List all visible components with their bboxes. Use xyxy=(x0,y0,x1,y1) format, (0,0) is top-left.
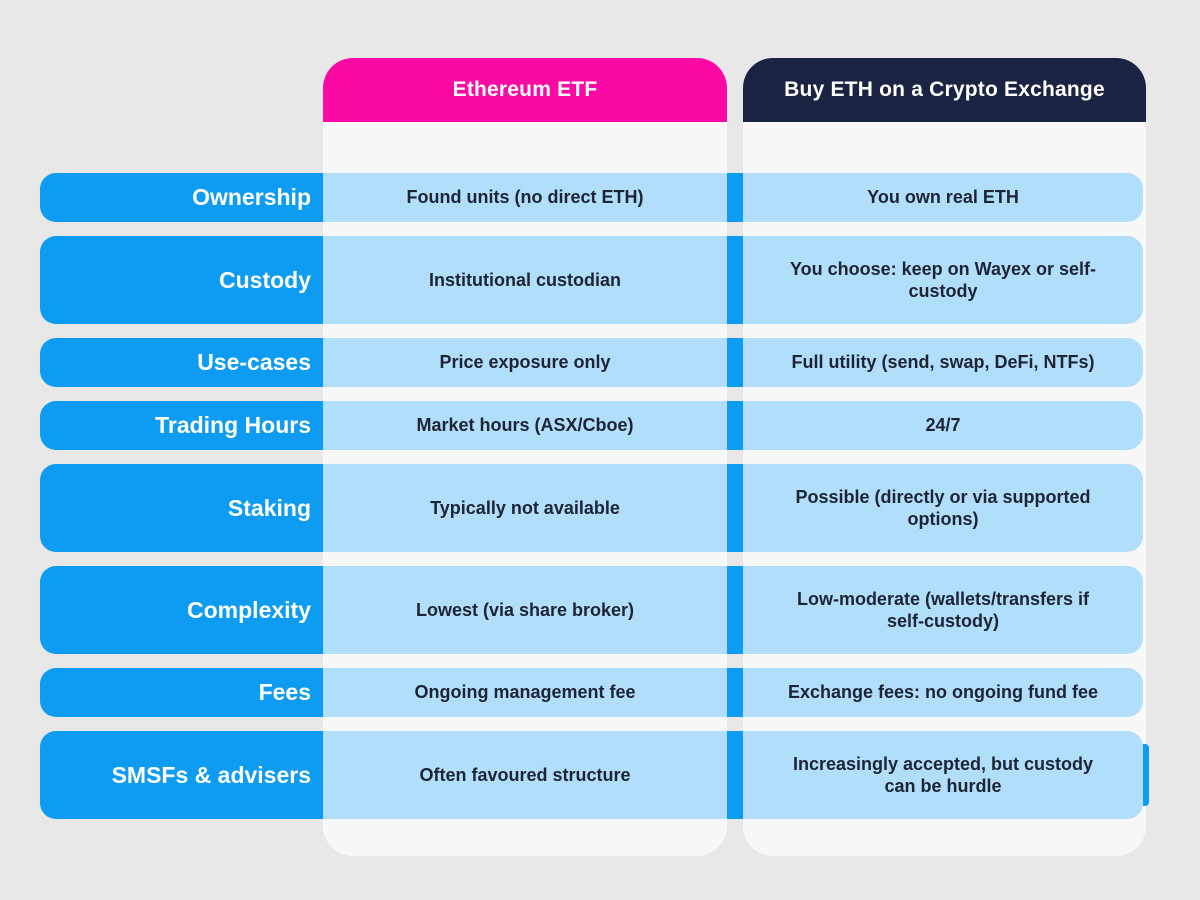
row-label-text: Trading Hours xyxy=(155,412,311,439)
row-label-text: Use-cases xyxy=(197,349,311,376)
etf-cell-text: Market hours (ASX/Cboe) xyxy=(416,414,633,437)
row-label: Trading Hours xyxy=(40,401,323,450)
table-row: Staking Typically not available Possible… xyxy=(40,464,1143,552)
row-label: Staking xyxy=(40,464,323,552)
etf-cell: Ongoing management fee xyxy=(323,668,727,717)
row-label: Fees xyxy=(40,668,323,717)
column-gap-strip xyxy=(727,668,743,717)
column-gap-strip xyxy=(727,731,743,819)
etf-cell-text: Often favoured structure xyxy=(419,764,630,787)
row-label: Use-cases xyxy=(40,338,323,387)
exchange-cell: Increasingly accepted, but custody can b… xyxy=(743,731,1143,819)
etf-column-header: Ethereum ETF xyxy=(323,58,727,122)
row-label-text: Ownership xyxy=(192,184,311,211)
exchange-cell: Low-moderate (wallets/transfers if self-… xyxy=(743,566,1143,654)
etf-cell: Typically not available xyxy=(323,464,727,552)
exchange-cell-text: 24/7 xyxy=(925,414,960,437)
etf-cell: Often favoured structure xyxy=(323,731,727,819)
table-row: Trading Hours Market hours (ASX/Cboe) 24… xyxy=(40,401,1143,450)
table-row: Ownership Found units (no direct ETH) Yo… xyxy=(40,173,1143,222)
exchange-cell-text: Increasingly accepted, but custody can b… xyxy=(783,753,1103,798)
table-row: Fees Ongoing management fee Exchange fee… xyxy=(40,668,1143,717)
exchange-cell-text: You choose: keep on Wayex or self-custod… xyxy=(783,258,1103,303)
etf-cell: Market hours (ASX/Cboe) xyxy=(323,401,727,450)
row-edge-sliver xyxy=(1143,744,1149,806)
table-row: Use-cases Price exposure only Full utili… xyxy=(40,338,1143,387)
exchange-cell: You choose: keep on Wayex or self-custod… xyxy=(743,236,1143,324)
column-gap-strip xyxy=(727,338,743,387)
etf-cell-text: Institutional custodian xyxy=(429,269,621,292)
etf-cell-text: Price exposure only xyxy=(439,351,610,374)
exchange-cell: 24/7 xyxy=(743,401,1143,450)
etf-cell: Lowest (via share broker) xyxy=(323,566,727,654)
exchange-cell: Possible (directly or via supported opti… xyxy=(743,464,1143,552)
column-gap-strip xyxy=(727,401,743,450)
etf-cell-text: Typically not available xyxy=(430,497,620,520)
exchange-cell: Exchange fees: no ongoing fund fee xyxy=(743,668,1143,717)
row-label-text: Staking xyxy=(228,495,311,522)
etf-cell: Institutional custodian xyxy=(323,236,727,324)
row-label: Custody xyxy=(40,236,323,324)
exchange-column-header-label: Buy ETH on a Crypto Exchange xyxy=(784,78,1105,102)
table-row: Custody Institutional custodian You choo… xyxy=(40,236,1143,324)
etf-cell-text: Found units (no direct ETH) xyxy=(407,186,644,209)
etf-cell-text: Ongoing management fee xyxy=(414,681,635,704)
exchange-cell: Full utility (send, swap, DeFi, NTFs) xyxy=(743,338,1143,387)
etf-cell-text: Lowest (via share broker) xyxy=(416,599,634,622)
exchange-cell-text: Full utility (send, swap, DeFi, NTFs) xyxy=(791,351,1094,374)
row-label: Ownership xyxy=(40,173,323,222)
table-row: SMSFs & advisers Often favoured structur… xyxy=(40,731,1149,819)
row-label-text: SMSFs & advisers xyxy=(112,762,311,789)
row-label: SMSFs & advisers xyxy=(40,731,323,819)
column-gap-strip xyxy=(727,173,743,222)
column-gap-strip xyxy=(727,566,743,654)
row-label-text: Custody xyxy=(219,267,311,294)
table-row: Complexity Lowest (via share broker) Low… xyxy=(40,566,1143,654)
exchange-column-header: Buy ETH on a Crypto Exchange xyxy=(743,58,1146,122)
exchange-cell: You own real ETH xyxy=(743,173,1143,222)
column-gap-strip xyxy=(727,464,743,552)
etf-cell: Price exposure only xyxy=(323,338,727,387)
etf-column-header-label: Ethereum ETF xyxy=(453,78,598,102)
exchange-cell-text: Low-moderate (wallets/transfers if self-… xyxy=(783,588,1103,633)
row-label-text: Complexity xyxy=(187,597,311,624)
exchange-cell-text: Possible (directly or via supported opti… xyxy=(783,486,1103,531)
column-gap-strip xyxy=(727,236,743,324)
row-label: Complexity xyxy=(40,566,323,654)
etf-cell: Found units (no direct ETH) xyxy=(323,173,727,222)
row-label-text: Fees xyxy=(259,679,311,706)
exchange-cell-text: Exchange fees: no ongoing fund fee xyxy=(788,681,1098,704)
exchange-cell-text: You own real ETH xyxy=(867,186,1019,209)
